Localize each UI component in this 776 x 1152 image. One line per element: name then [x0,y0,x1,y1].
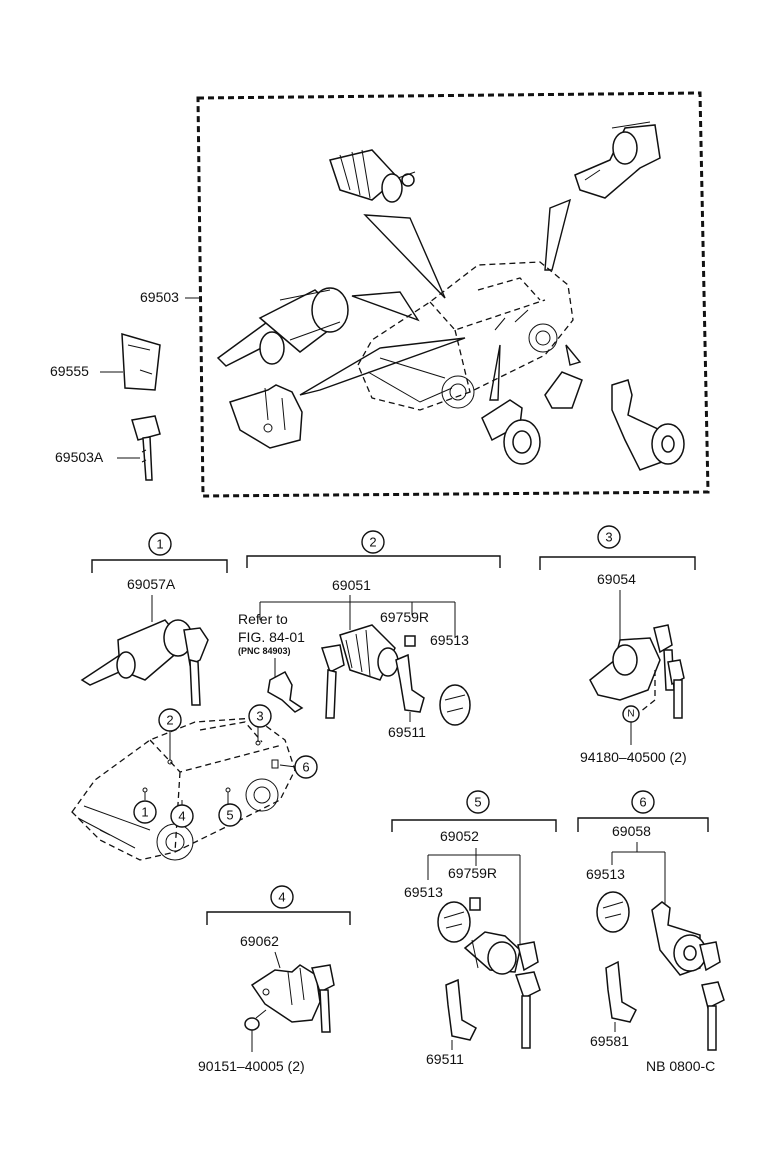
svg-text:2: 2 [369,535,376,550]
svg-text:6: 6 [302,760,309,775]
group6-assembly-label: 69058 [612,823,651,839]
group1-assembly-label: 69057A [127,576,176,592]
group-4: 4 69062 90151–40005 (2) [198,885,351,1074]
hatch-lock-icon [589,637,661,701]
group-2: 2 69051 Refer to FIG. 84-01 (PNC 84903) … [238,530,501,740]
screw-icon [244,1009,267,1031]
car-outline-icon [71,717,296,861]
group2-part-label: 69513 [430,632,469,648]
refer-pnc-label: (PNC 84903) [238,646,291,656]
group6-part-label: 69513 [586,866,625,882]
svg-text:1: 1 [156,537,163,552]
car-outline-icon [357,261,574,411]
group3-fastener-label: 94180–40500 (2) [580,749,687,765]
group2-part-label: 69759R [380,609,429,625]
ignition-lock-cylinder-icon [80,619,193,686]
retainer-clip-icon [605,960,637,1023]
group-5: 5 69052 69513 69759R 69511 [391,790,557,1067]
group4-fastener-label: 90151–40005 (2) [198,1058,305,1074]
key-icon [131,415,161,481]
glovebox-lock-icon [229,384,303,449]
ignition-lock-cylinder-icon [216,287,349,367]
key-label: 69503A [55,449,104,465]
clip-icon [404,635,416,647]
footer-code: NB 0800-C [646,1058,715,1074]
door-lock-cylinder-icon [481,371,685,471]
door-lock-cylinder-icon [463,931,521,975]
door-lock-cylinder-icon [329,149,416,203]
key-plate-icon [121,332,161,391]
group-1: 1 69057A [80,532,228,706]
svg-text:6: 6 [639,795,646,810]
group-6: 6 69058 69513 69581 [577,790,725,1051]
kit-part-label: 69503 [140,289,179,305]
refer-fig-label: FIG. 84-01 [238,629,305,645]
svg-text:3: 3 [256,709,263,724]
group-3: 3 69054 N 94180–40500 (2) [539,525,696,765]
key-plate-label: 69555 [50,363,89,379]
key-icon [321,644,345,719]
door-lock-cylinder-icon [339,624,399,681]
lock-cap-icon [596,891,630,933]
svg-text:4: 4 [178,809,185,824]
group4-assembly-label: 69062 [240,933,279,949]
door-lock-cylinder-icon [651,901,707,976]
group5-part-label: 69513 [404,884,443,900]
svg-text:5: 5 [226,808,233,823]
svg-text:3: 3 [605,530,612,545]
group2-assembly-label: 69051 [332,577,371,593]
lock-cap-icon [439,684,471,726]
glovebox-lock-icon [250,964,321,1023]
group5-part-label: 69759R [448,865,497,881]
retainer-clip-icon [445,978,477,1041]
key-icon [699,941,725,1051]
lock-cap-icon [437,901,471,943]
car-callouts: 2 3 6 1 4 5 [133,704,318,828]
group5-assembly-label: 69052 [440,828,479,844]
svg-text:4: 4 [278,890,285,905]
group3-assembly-label: 69054 [597,571,636,587]
key-icon [653,624,685,719]
group6-part-label: 69581 [590,1033,629,1049]
svg-text:1: 1 [141,805,148,820]
group2-part-label: 69511 [388,724,426,740]
key-icon [514,941,541,1049]
hatch-lock-icon [574,121,661,199]
svg-text:2: 2 [166,713,173,728]
svg-text:N: N [627,709,634,720]
retainer-clip-icon [395,653,425,713]
kit-box [196,91,710,498]
svg-text:5: 5 [474,795,481,810]
key-icon [311,964,335,1033]
key-icon [183,627,209,706]
pointer-leaders [299,198,582,401]
clip-icon [469,897,481,911]
lock-rod-icon [267,670,304,713]
group5-part-label: 69511 [426,1051,464,1067]
refer-to-label: Refer to [238,611,288,627]
